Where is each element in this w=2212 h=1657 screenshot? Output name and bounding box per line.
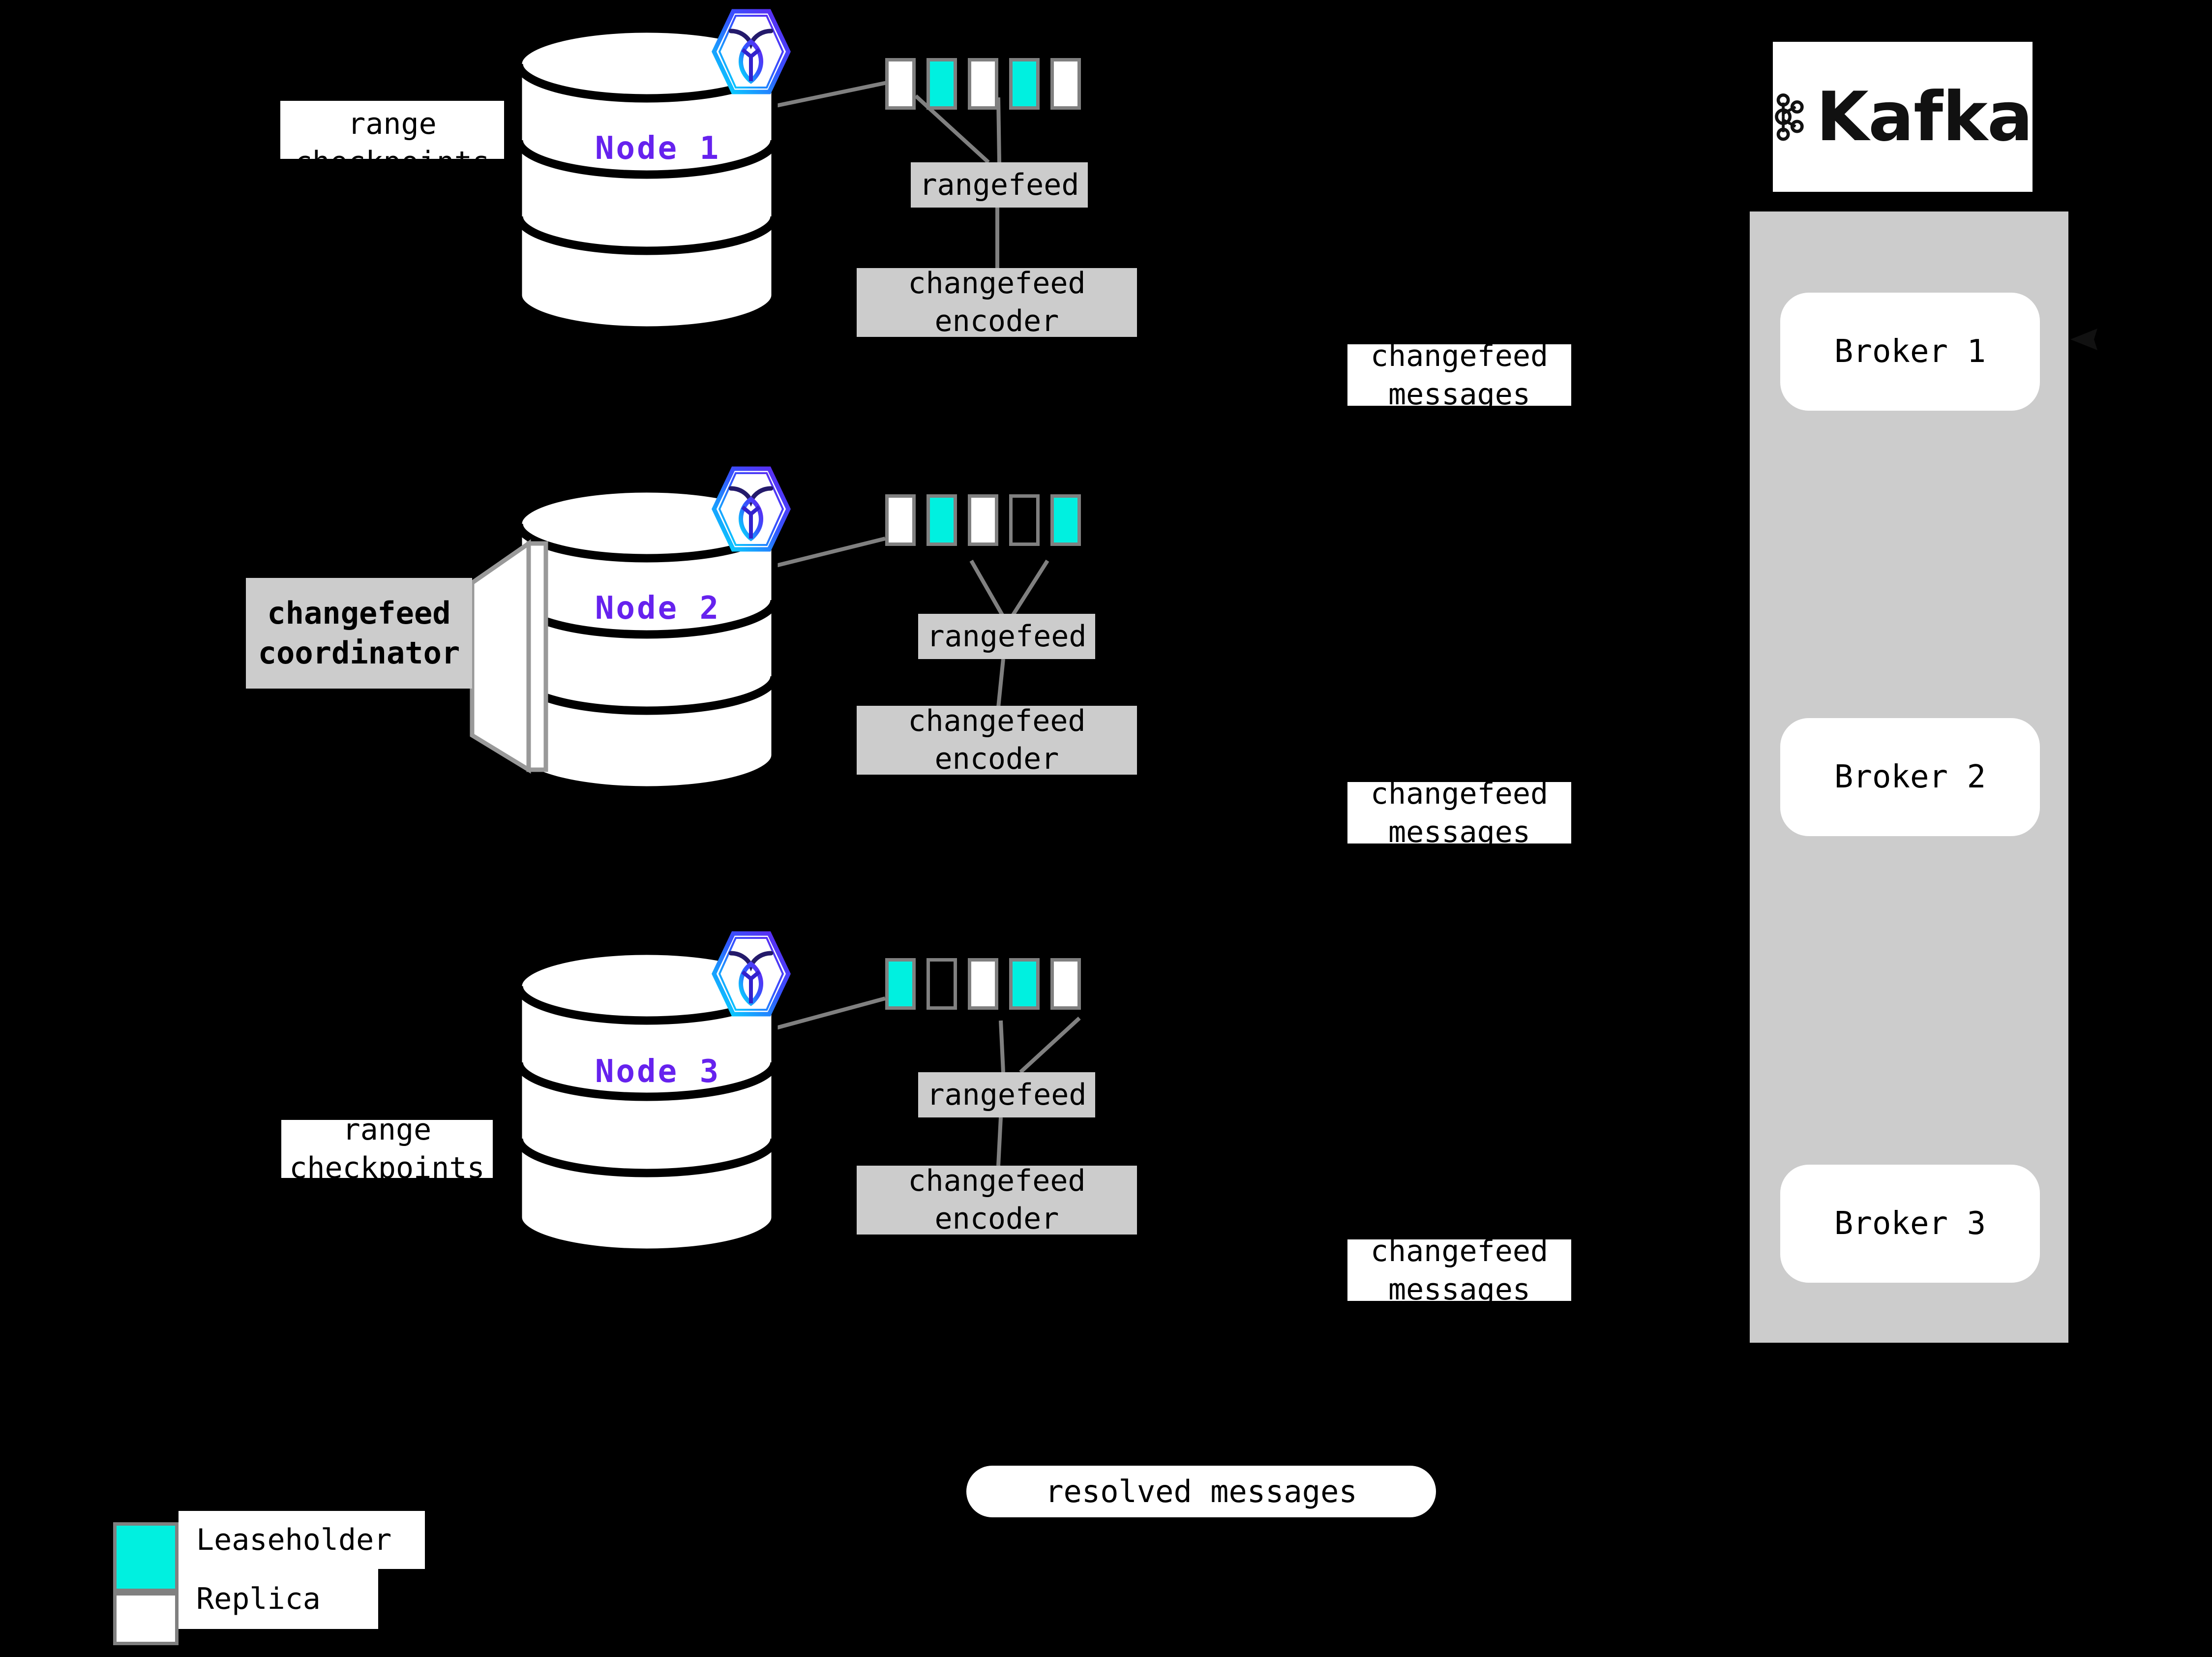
- node-2-label: Node 2: [595, 590, 721, 627]
- cockroachdb-hex-logo-icon: [708, 465, 794, 555]
- range-box[interactable]: [927, 494, 957, 546]
- node-3-range-checkpoints-label: range checkpoints: [281, 1113, 493, 1185]
- range-box[interactable]: [1050, 494, 1081, 546]
- legend-label-replica: Replica: [179, 1569, 378, 1629]
- node-1-label: Node 1: [595, 130, 721, 167]
- range-box[interactable]: [1009, 494, 1040, 546]
- legend-swatch-replica: [113, 1592, 179, 1645]
- resolved-messages-pill: resolved messages: [966, 1466, 1436, 1517]
- node-1-range-checkpoints-label: range checkpoints: [280, 101, 504, 180]
- node-3-range-row: [885, 958, 1081, 1010]
- node-3-rangefeed-box[interactable]: rangefeed: [918, 1072, 1095, 1117]
- broker-2[interactable]: Broker 2: [1780, 718, 2040, 836]
- range-box[interactable]: [927, 958, 957, 1010]
- range-box[interactable]: [968, 958, 998, 1010]
- changefeed-messages-label-1: changefeed messages: [1347, 339, 1571, 412]
- range-box[interactable]: [1009, 58, 1040, 110]
- range-box[interactable]: [927, 58, 957, 110]
- range-box[interactable]: [1050, 58, 1081, 110]
- range-box[interactable]: [1050, 958, 1081, 1010]
- node-1-rangefeed-box[interactable]: rangefeed: [911, 162, 1088, 208]
- kafka-brand-text: Kafka: [1816, 77, 2033, 156]
- legend-label-leaseholder: Leaseholder: [179, 1511, 425, 1569]
- range-box[interactable]: [968, 494, 998, 546]
- range-box[interactable]: [885, 58, 916, 110]
- kafka-node-graph-icon: [1775, 93, 1804, 141]
- legend-swatch-leaseholder: [113, 1522, 179, 1592]
- node-2-changefeed-encoder-box[interactable]: changefeed encoder: [857, 704, 1137, 776]
- cockroachdb-hex-logo-icon: [708, 7, 794, 98]
- node-3-label: Node 3: [595, 1054, 721, 1090]
- range-box[interactable]: [968, 58, 998, 110]
- cockroachdb-hex-logo-icon: [708, 930, 794, 1020]
- changefeed-messages-label-2: changefeed messages: [1347, 777, 1571, 849]
- node-2-rangefeed-box[interactable]: rangefeed: [918, 614, 1095, 659]
- node-2-range-row: [885, 494, 1081, 546]
- range-box[interactable]: [885, 958, 916, 1010]
- range-box[interactable]: [1009, 958, 1040, 1010]
- broker-3[interactable]: Broker 3: [1780, 1165, 2040, 1283]
- node-1-changefeed-encoder-box[interactable]: changefeed encoder: [857, 266, 1137, 338]
- range-box[interactable]: [885, 494, 916, 546]
- kafka-logo-box: Kafka: [1773, 42, 2033, 192]
- node-1-range-row: [885, 58, 1081, 110]
- node-3-changefeed-encoder-box[interactable]: changefeed encoder: [857, 1164, 1137, 1236]
- broker-1[interactable]: Broker 1: [1780, 293, 2040, 411]
- node-3-database-cylinder: [514, 949, 779, 1254]
- changefeed-messages-label-3: changefeed messages: [1347, 1234, 1571, 1307]
- changefeed-coordinator-flange: [470, 539, 548, 774]
- changefeed-coordinator-box[interactable]: changefeed coordinator: [246, 578, 472, 689]
- node-1-database-cylinder: [514, 27, 779, 332]
